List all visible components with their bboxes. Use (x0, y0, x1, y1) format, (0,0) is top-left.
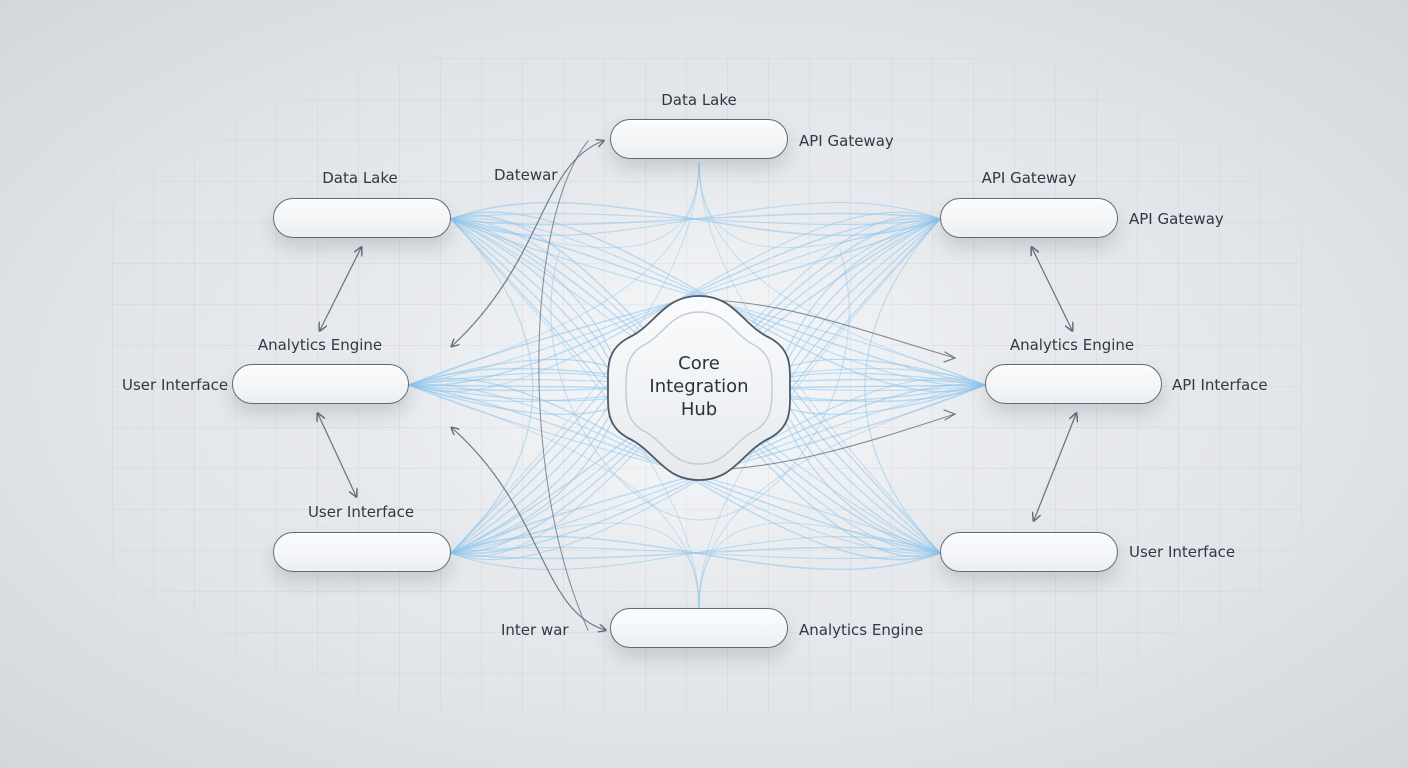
node-top-side-label: API Gateway (799, 132, 894, 150)
node-bottom-right[interactable] (940, 532, 1118, 572)
arrow-left-lower (318, 414, 356, 496)
core-hub-shape (607, 295, 791, 481)
hub-fiber-45 (408, 384, 620, 415)
vertical-fiber-69 (698, 161, 941, 249)
hub-fiber-41 (408, 358, 620, 386)
hub-fiber-60 (778, 384, 986, 415)
arc-loop (550, 249, 850, 521)
hub-fiber-64 (778, 396, 941, 554)
arrow-long-curve (538, 140, 589, 631)
vertical-fiber-76 (698, 384, 986, 609)
node-top-left-label: Data Lake (322, 169, 398, 187)
hub-fiber-56 (778, 358, 986, 386)
arrow-right-lower (1034, 414, 1076, 520)
core-hub-label: Core Integration Hub (619, 352, 779, 421)
node-top-label: Data Lake (661, 91, 737, 109)
hub-fiber-43 (408, 384, 620, 389)
node-mid-right-label: Analytics Engine (1009, 336, 1135, 354)
node-mid-right[interactable] (985, 364, 1162, 404)
vertical-fiber-77 (698, 522, 941, 609)
hub-fiber-59 (778, 384, 986, 402)
hub-fiber-65 (778, 405, 941, 554)
hub-fiber-42 (408, 372, 620, 386)
node-bottom-left-label: User Interface (307, 503, 415, 521)
node-top-right-side-label: API Gateway (1129, 210, 1224, 228)
node-mid-left[interactable] (232, 364, 409, 404)
node-top-left[interactable] (273, 198, 451, 238)
node-bottom-side-label: Analytics Engine (799, 621, 924, 639)
hub-fiber-53 (778, 218, 941, 389)
arc-right (864, 218, 941, 554)
arrowhead-right-upper (943, 351, 957, 363)
node-bottom-right-side-label: User Interface (1129, 543, 1236, 561)
node-top-right[interactable] (940, 198, 1118, 238)
vertical-fiber-67 (408, 161, 700, 386)
arrow-top-curve (452, 141, 603, 346)
node-mid-left-side-label: User Interface (122, 376, 229, 394)
hub-fiber-44 (408, 384, 620, 402)
edge-label-upper-left: Datewar (494, 166, 558, 184)
vertical-fiber-70 (698, 161, 986, 386)
core-hub-line-1: Core (678, 353, 720, 374)
arrow-left-upper (320, 248, 361, 330)
core-hub-line-3: Hub (680, 399, 718, 420)
node-top[interactable] (610, 119, 788, 159)
arrow-right-upper (1032, 248, 1072, 330)
node-mid-left-label: Analytics Engine (257, 336, 383, 354)
hub-fiber-57 (778, 372, 986, 386)
arrow-connectors (318, 141, 1076, 630)
core-hub-inner-ring (625, 311, 773, 465)
hub-fiber-52 (778, 218, 941, 380)
node-mid-right-side-label: API Interface (1172, 376, 1268, 394)
core-hub-line-2: Integration (649, 376, 749, 397)
hub-fiber-58 (778, 384, 986, 389)
hub-fiber-51 (778, 218, 941, 371)
node-bottom[interactable] (610, 608, 788, 648)
node-top-right-label: API Gateway (981, 169, 1077, 187)
arrow-right-to-hub (699, 299, 956, 359)
hub-fiber-63 (778, 387, 941, 554)
node-bottom-left[interactable] (273, 532, 451, 572)
edge-label-lower-left: Inter war (501, 621, 569, 639)
vertical-fiber-73 (408, 384, 700, 609)
arrowhead-right-lower (943, 409, 957, 421)
